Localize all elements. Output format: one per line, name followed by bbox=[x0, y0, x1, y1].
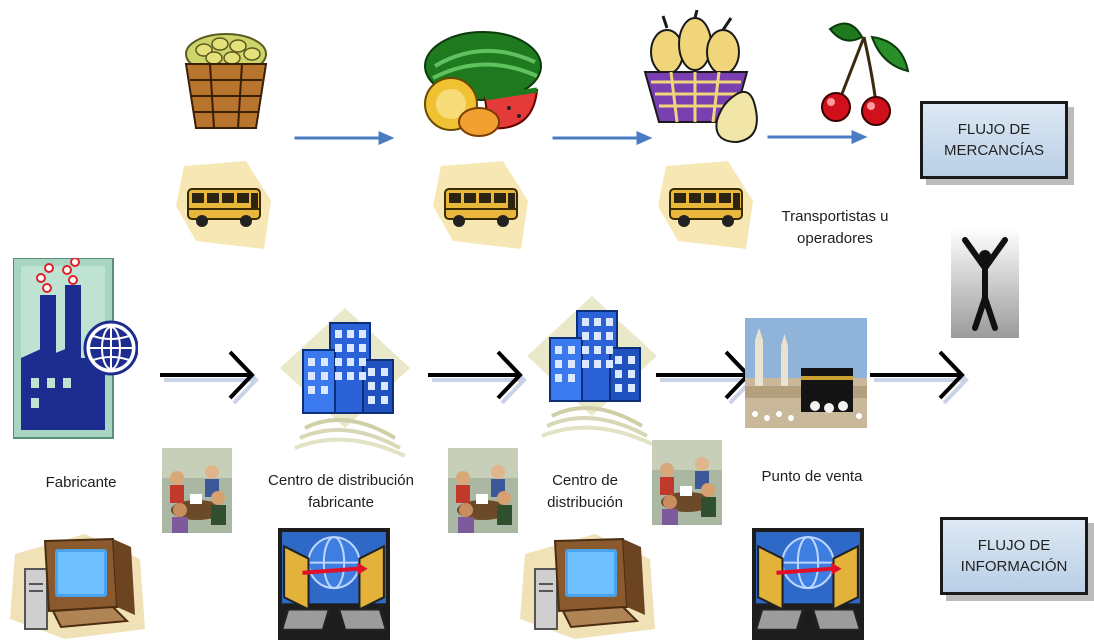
bus-icon bbox=[176, 160, 276, 252]
person-arms-raised-icon bbox=[951, 228, 1019, 338]
goods-arrow-3 bbox=[765, 127, 870, 147]
distribution-center-label: Centro de distribución bbox=[547, 472, 623, 511]
computer-icon bbox=[5, 528, 155, 640]
point-of-sale-label: Punto de venta bbox=[761, 468, 863, 485]
transport-label: Transportistas u operadores bbox=[781, 208, 889, 247]
goods-flow-label: FLUJO DE MERCANCÍAS bbox=[943, 121, 1044, 159]
goods-flow-box: FLUJO DE MERCANCÍAS bbox=[920, 101, 1068, 179]
melons-icon bbox=[415, 28, 545, 138]
node-arrow-2 bbox=[428, 347, 528, 407]
computer-icon bbox=[515, 528, 665, 640]
bus-icon bbox=[433, 160, 533, 252]
fruit-basket-icon bbox=[637, 10, 767, 155]
manufacturer-label: Fabricante bbox=[45, 474, 117, 491]
goods-arrow-2 bbox=[550, 128, 655, 148]
office-buildings-icon bbox=[522, 276, 662, 446]
node-arrow-3 bbox=[656, 347, 756, 407]
business-meeting-icon bbox=[162, 448, 232, 533]
networked-computers-icon bbox=[752, 528, 864, 640]
business-meeting-icon bbox=[652, 440, 722, 525]
office-buildings-icon bbox=[275, 288, 415, 458]
goods-arrow-1 bbox=[292, 128, 397, 148]
bus-icon bbox=[658, 160, 758, 252]
info-flow-box: FLUJO DE INFORMACIÓN bbox=[940, 517, 1088, 595]
node-arrow-4 bbox=[870, 347, 970, 407]
info-flow-label: FLUJO DE INFORMACIÓN bbox=[960, 537, 1068, 575]
marketplace-photo-icon bbox=[745, 318, 867, 428]
node-arrow-1 bbox=[160, 347, 260, 407]
business-meeting-icon bbox=[448, 448, 518, 533]
fruit-crate-icon bbox=[180, 30, 275, 140]
manufacturer-dc-label: Centro de distribución fabricante bbox=[268, 472, 414, 511]
factory-globe-icon bbox=[13, 258, 138, 440]
networked-computers-icon bbox=[278, 528, 390, 640]
cherries-icon bbox=[810, 15, 915, 130]
